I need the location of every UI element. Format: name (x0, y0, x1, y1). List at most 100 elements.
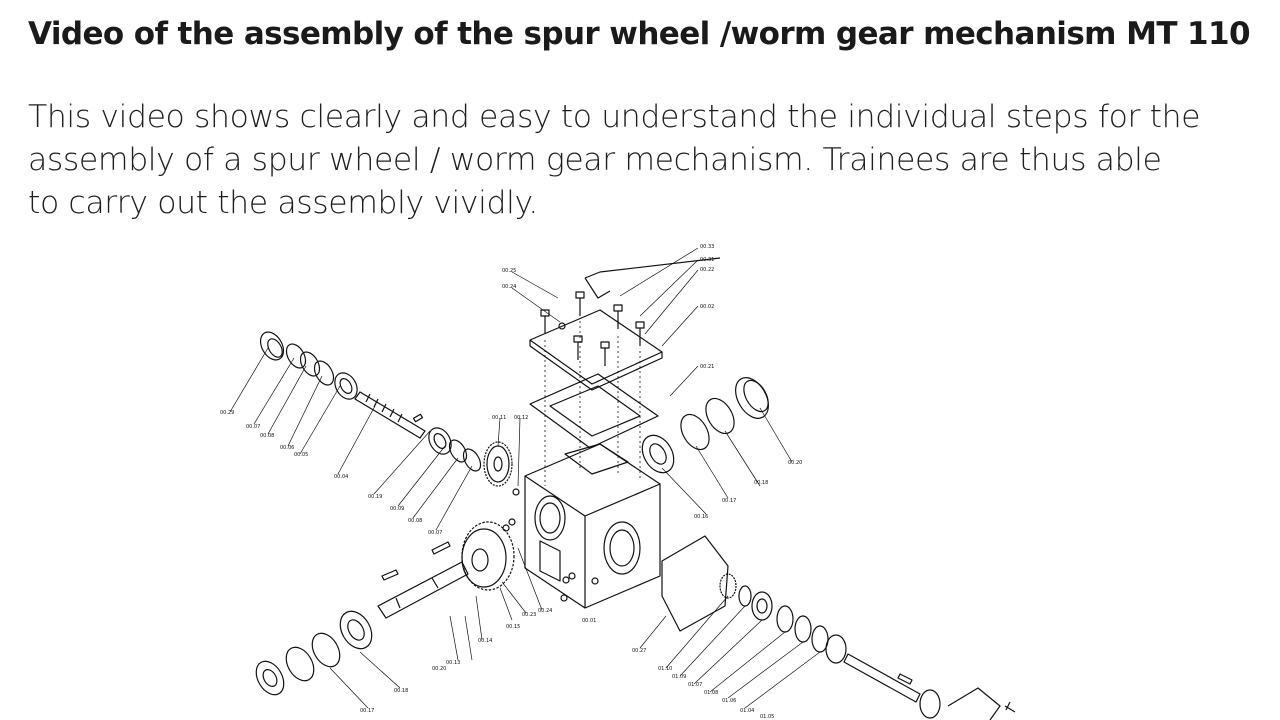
exploded-view-drawing: 00.33 00.31 00.22 00.25 00.24 00.02 00.2… (200, 236, 1080, 720)
housing-bore (534, 495, 566, 541)
part-label: 00.22 (700, 267, 714, 273)
ring (462, 448, 482, 472)
part-label: 00.20 (788, 460, 802, 466)
bearing (641, 434, 675, 474)
ring (776, 605, 794, 633)
part-label: 01.05 (760, 714, 774, 720)
ring (448, 439, 468, 463)
part-label: 01.09 (672, 674, 686, 680)
part-label: 00.12 (514, 415, 528, 421)
bearing (339, 610, 373, 650)
part-label: 00.09 (390, 506, 404, 512)
bolt (600, 341, 610, 366)
part-label: 00.19 (368, 494, 382, 500)
part-label: 00.17 (360, 708, 374, 714)
part-label: 00.01 (582, 618, 596, 624)
part-label: 00.29 (220, 410, 234, 416)
part-label: 00.11 (492, 415, 506, 421)
part-label: 00.31 (700, 257, 714, 263)
key (897, 673, 913, 685)
cover-cap (735, 377, 769, 419)
breather-plate (584, 257, 721, 299)
part-label: 00.14 (478, 638, 492, 644)
part-label: 00.08 (408, 518, 422, 524)
housing-bore (603, 521, 641, 575)
bearing (428, 427, 452, 455)
ring (794, 615, 812, 643)
key (431, 541, 451, 555)
description-line-2: assembly of a spur wheel / worm gear mec… (28, 142, 1162, 178)
input-shaft (843, 653, 921, 703)
gasket (529, 373, 659, 449)
part-labels: 00.33 00.31 00.22 00.25 00.24 00.02 00.2… (220, 244, 802, 720)
ring (705, 397, 735, 435)
part-label: 00.27 (632, 648, 646, 654)
bolt (540, 309, 550, 334)
spur-gear-large (461, 521, 515, 591)
part-label: 01.07 (688, 682, 702, 688)
lower-right-assembly (719, 573, 1016, 720)
bolt (573, 335, 583, 360)
worm-shaft (354, 391, 426, 439)
part-label: 00.02 (700, 304, 714, 310)
part-label: 01.04 (740, 708, 754, 714)
description-line-1: This video shows clearly and easy to und… (28, 99, 1201, 135)
bearing (751, 591, 773, 621)
part-label: 00.06 (280, 445, 294, 451)
ring (738, 585, 752, 607)
part-label: 00.18 (394, 688, 408, 694)
part-label: 01.08 (704, 690, 718, 696)
pinion (719, 573, 737, 599)
top-cover-assembly (529, 257, 721, 486)
bolt (1004, 701, 1016, 713)
cover-cap (255, 660, 285, 696)
description-line-3: to carry out the assembly vividly. (28, 185, 538, 221)
part-label: 00.17 (722, 498, 736, 504)
ring (311, 632, 341, 668)
cover-plate (529, 309, 663, 385)
part-label: 00.25 (502, 268, 516, 274)
part-label: 00.08 (260, 433, 274, 439)
bolt (613, 304, 623, 329)
key (381, 569, 399, 581)
part-label: 00.15 (506, 624, 520, 630)
upper-left-assembly (259, 331, 482, 472)
spur-gear-small (483, 441, 513, 487)
cover-ring (259, 331, 285, 361)
key (412, 413, 424, 423)
part-label: 00.05 (294, 452, 308, 458)
end-cover (947, 687, 1001, 720)
output-shaft (377, 561, 469, 619)
part-label: 00.21 (700, 364, 714, 370)
right-side-assembly (641, 377, 769, 632)
lower-left-assembly (255, 541, 469, 696)
part-label: 01.10 (658, 666, 672, 672)
bolt (575, 291, 585, 316)
ring (313, 360, 335, 386)
part-label: 00.18 (754, 480, 768, 486)
ring (299, 351, 321, 377)
ring (680, 413, 710, 451)
part-label: 00.13 (446, 660, 460, 666)
part-label: 00.33 (700, 244, 714, 250)
side-gasket (661, 535, 729, 632)
bearing (919, 689, 941, 719)
bearing (334, 372, 358, 400)
part-label: 01.06 (722, 698, 736, 704)
part-label: 00.23 (522, 612, 536, 618)
page-title: Video of the assembly of the spur wheel … (28, 16, 1251, 52)
small-fasteners (502, 488, 570, 602)
part-label: 00.20 (432, 666, 446, 672)
part-label: 00.04 (334, 474, 348, 480)
bearing (825, 634, 847, 664)
exploded-view-svg: 00.33 00.31 00.22 00.25 00.24 00.02 00.2… (220, 244, 1016, 720)
description: This video shows clearly and easy to und… (28, 96, 1268, 225)
leader-lines (229, 247, 821, 709)
ring (285, 646, 315, 682)
part-label: 00.24 (538, 608, 552, 614)
bolt (635, 321, 645, 346)
part-label: 00.07 (428, 530, 442, 536)
part-label: 00.16 (694, 514, 708, 520)
part-label: 00.24 (502, 284, 516, 290)
part-label: 00.07 (246, 424, 260, 430)
